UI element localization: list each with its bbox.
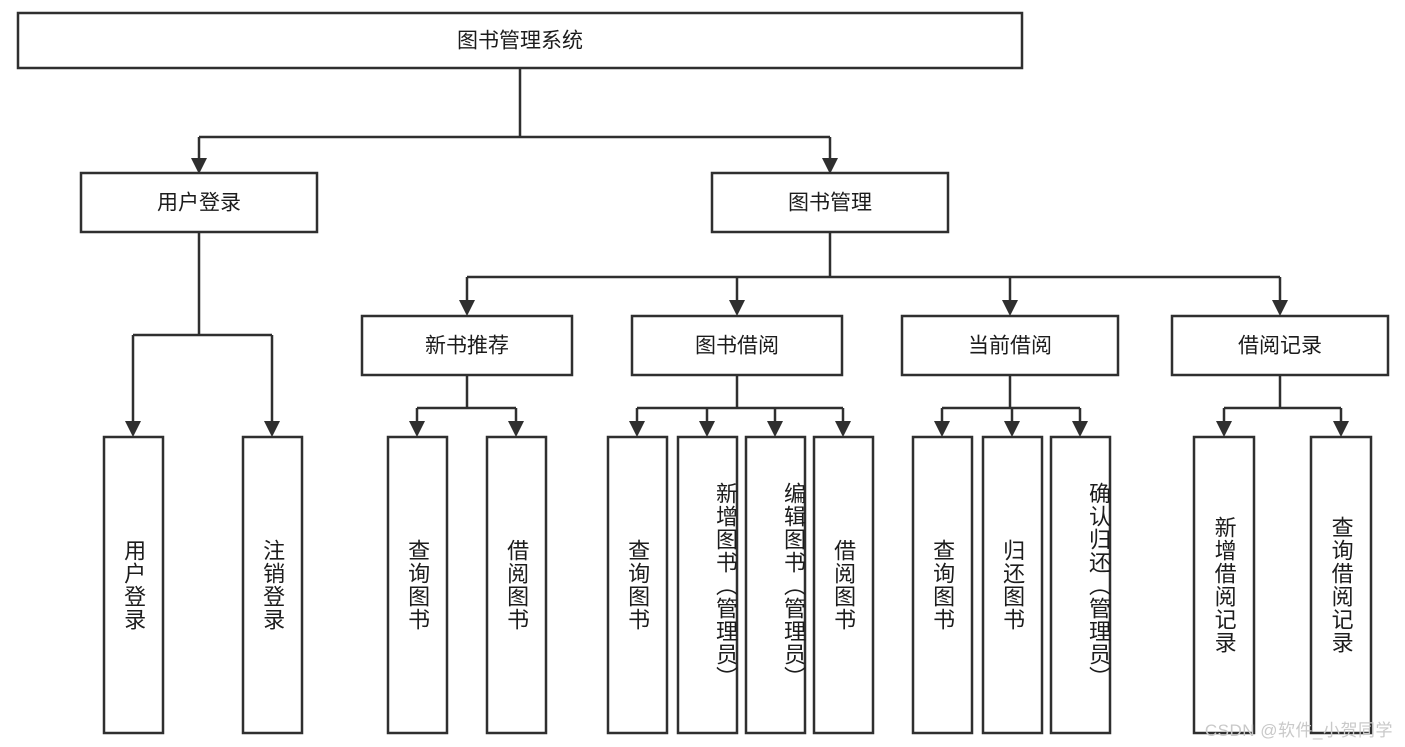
node-leaf4-box[interactable] [485,435,548,735]
node-leaf6-box[interactable] [676,435,739,735]
node-borrow-label: 图书借阅 [695,335,779,358]
node-newbook-label: 新书推荐 [425,335,509,358]
connector-group-root-to-level2 [191,68,838,174]
connector-group-bookmgmt-to-level3 [459,232,1288,316]
node-newbook-box[interactable] [360,314,574,377]
node-records-label: 借阅记录 [1238,335,1322,358]
node-login[interactable]: 用户登录 [79,171,319,234]
arrowhead-to-leaf13 [1333,421,1349,437]
connector-group-newbook-to-leaves [409,375,524,437]
node-leaf7-box[interactable] [744,435,807,735]
connector-group-login-to-leaves [125,232,280,437]
node-current[interactable]: 当前借阅 [900,314,1120,377]
node-leaf11-box[interactable] [1049,435,1112,735]
node-leaf5-box[interactable] [606,435,669,735]
node-bookmgmt-box[interactable] [710,171,950,234]
node-records[interactable]: 借阅记录 [1170,314,1390,377]
node-leaf1-box[interactable] [102,435,165,735]
arrowhead-to-leaf4 [508,421,524,437]
node-bookmgmt-label: 图书管理 [788,192,872,215]
node-leaf3-box[interactable] [386,435,449,735]
arrowhead-to-records [1272,300,1288,316]
node-leaf9-box[interactable] [911,435,974,735]
node-leaf10-box[interactable] [981,435,1044,735]
csdn-watermark: CSDN @软件_小贺同学 [1204,721,1393,740]
arrowhead-to-leaf9 [934,421,950,437]
arrowhead-to-borrow [729,300,745,316]
node-borrow-box[interactable] [630,314,844,377]
node-leaf13-box[interactable] [1309,435,1373,735]
arrowhead-to-newbook [459,300,475,316]
node-records-box[interactable] [1170,314,1390,377]
node-leaf8-box[interactable] [812,435,875,735]
node-leaf2-box[interactable] [241,435,304,735]
node-root[interactable]: 图书管理系统 [16,11,1024,70]
arrowhead-to-leaf12 [1216,421,1232,437]
node-login-box[interactable] [79,171,319,234]
node-bookmgmt[interactable]: 图书管理 [710,171,950,234]
node-login-label: 用户登录 [157,192,241,215]
arrowhead-to-leaf3 [409,421,425,437]
node-current-box[interactable] [900,314,1120,377]
connector-group-records-to-leaves [1216,375,1349,437]
arrowhead-to-leaf1 [125,421,141,437]
arrowhead-to-leaf10 [1004,421,1020,437]
node-root-label: 图书管理系统 [457,30,583,53]
node-leaf12-box[interactable] [1192,435,1256,735]
node-root-box[interactable] [16,11,1024,70]
node-current-label: 当前借阅 [968,335,1052,358]
arrowhead-to-leaf8 [835,421,851,437]
arrowhead-to-leaf2 [264,421,280,437]
arrowhead-to-bookmgmt [822,158,838,174]
connector-group-current-to-leaves [934,375,1088,437]
arrowhead-to-current [1002,300,1018,316]
arrowhead-to-leaf6 [699,421,715,437]
arrowhead-to-login [191,158,207,174]
node-newbook[interactable]: 新书推荐 [360,314,574,377]
arrowhead-to-leaf5 [629,421,645,437]
connector-group-borrow-to-leaves [629,375,851,437]
arrowhead-to-leaf7 [767,421,783,437]
node-borrow[interactable]: 图书借阅 [630,314,844,377]
arrowhead-to-leaf11 [1072,421,1088,437]
